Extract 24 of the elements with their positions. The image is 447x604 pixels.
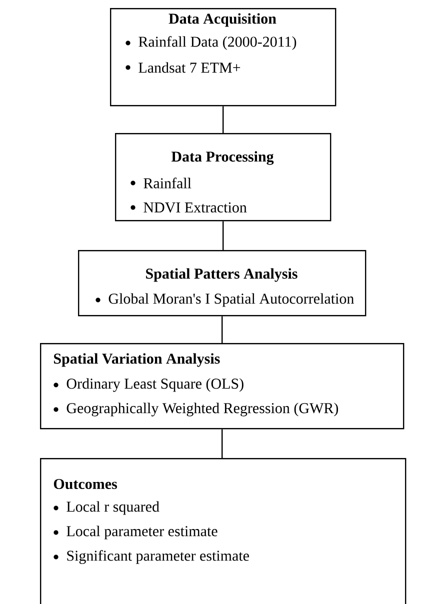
box-heading: Outcomes [54, 478, 117, 490]
box-heading: Data Processing [171, 151, 274, 165]
bullet-item: Rainfall [144, 178, 192, 188]
bullet-item: Ordinary Least Square (OLS) [66, 378, 244, 392]
connector-line [222, 429, 223, 458]
bullet-item: NDVI Extraction [144, 202, 247, 213]
connector-line [222, 106, 224, 133]
box-heading: Spatial Patters Analysis [146, 268, 298, 282]
bullet-item: Local r squared [66, 501, 160, 515]
box-heading: Spatial Variation Analysis [54, 353, 220, 367]
bullet-item: Geographically Weighted Regression (GWR) [66, 402, 338, 416]
bullet-item: Rainfall Data (2000-2011) [138, 36, 296, 50]
process-box [110, 8, 336, 106]
connector-line [222, 316, 223, 343]
box-heading: Data Acquisition [168, 13, 276, 27]
bullet-item: Significant parameter estimate [67, 550, 249, 564]
process-box [40, 458, 406, 604]
process-box [78, 250, 366, 316]
bullet-item: Global Moran's I Spatial Autocorrelation [108, 293, 354, 307]
bullet-item: Local parameter estimate [66, 526, 218, 540]
connector-line [222, 221, 224, 250]
process-box [40, 343, 404, 430]
process-box [115, 133, 332, 222]
bullet-item: Landsat 7 ETM+ [138, 62, 240, 73]
